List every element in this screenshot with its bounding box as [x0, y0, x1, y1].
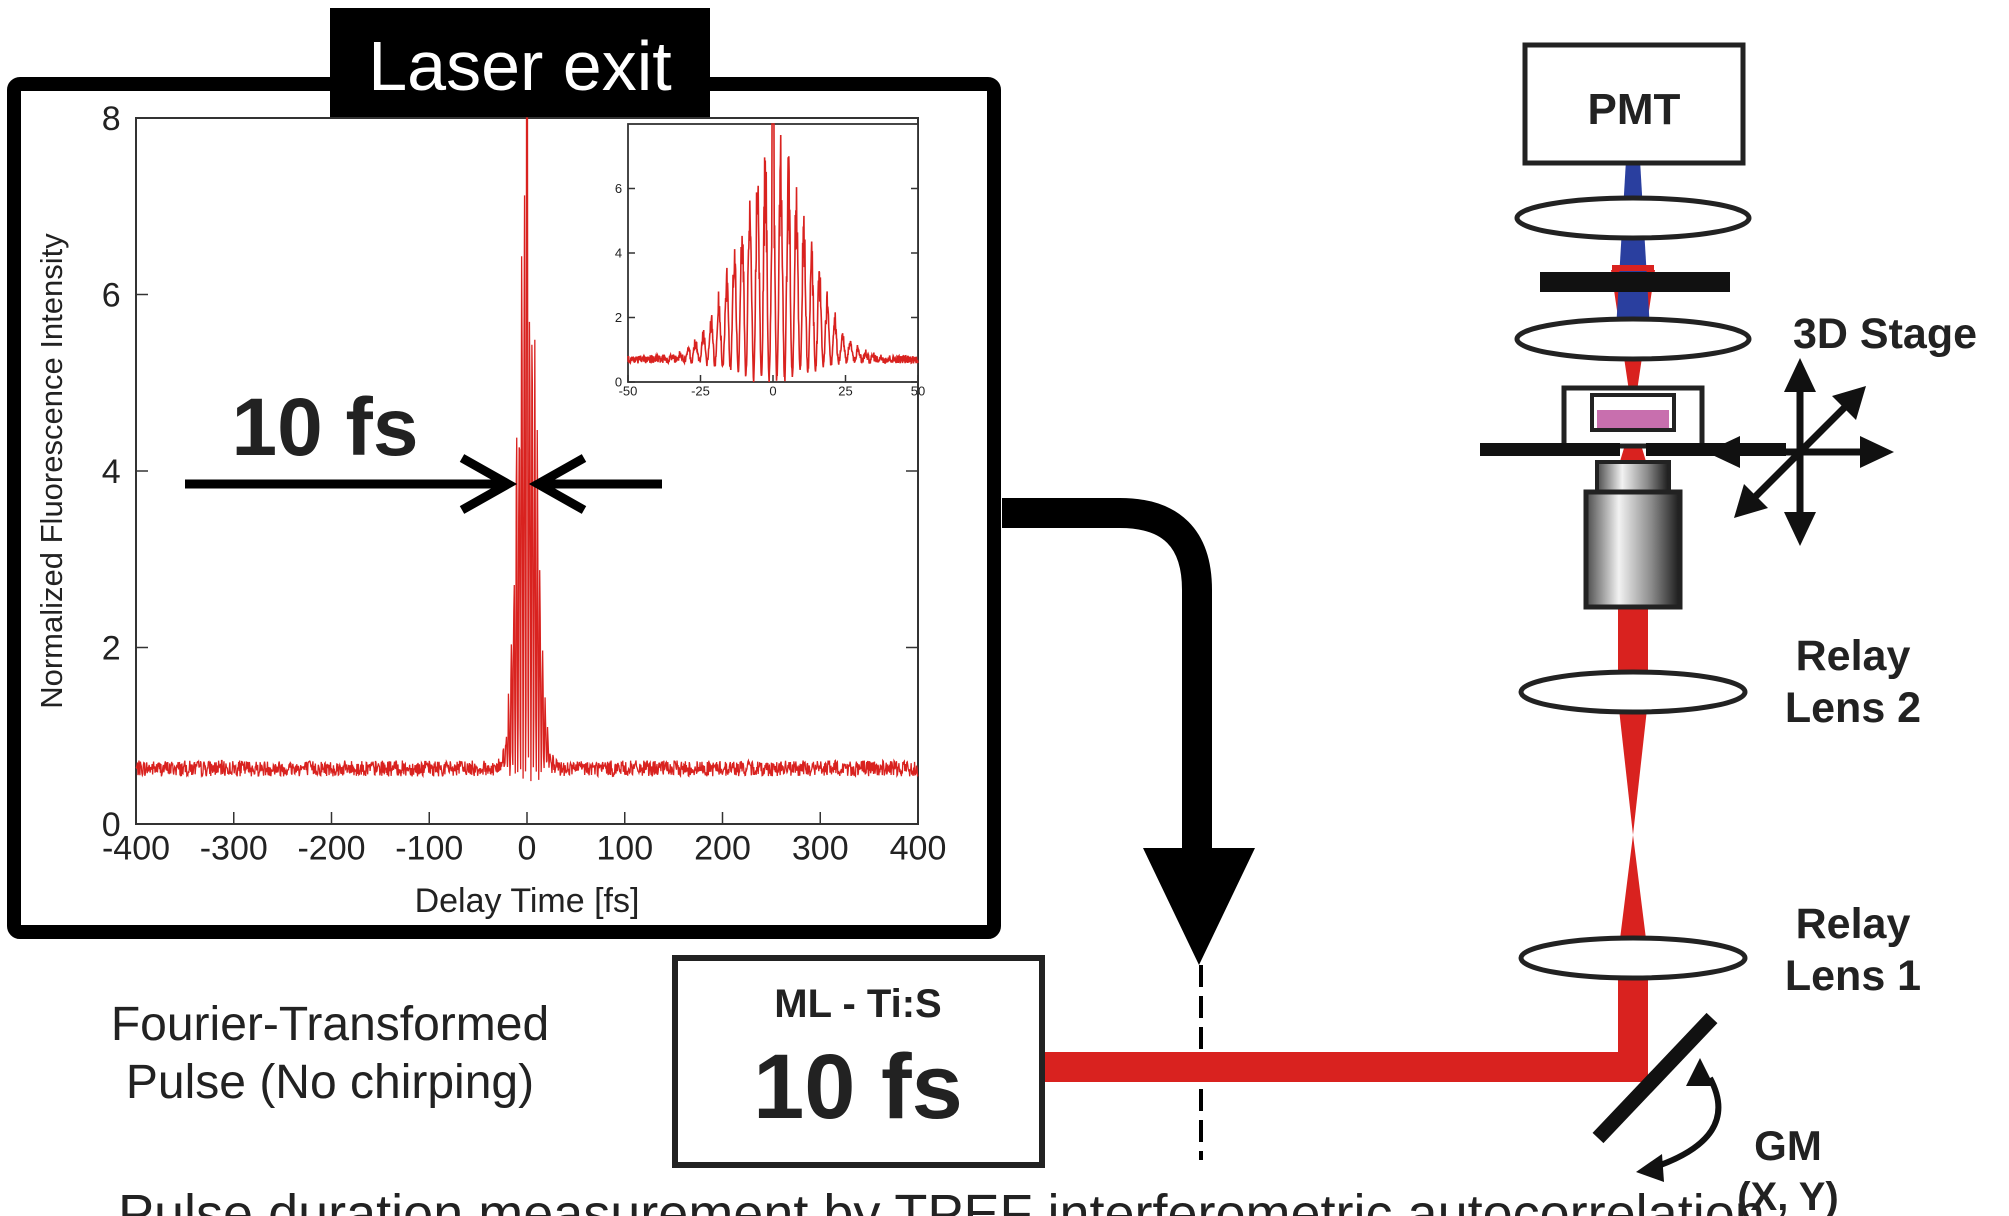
inset-y-tick-label: 0: [615, 375, 622, 390]
main-x-tick-label: 400: [890, 830, 947, 868]
inset-x-tick-label: 0: [769, 384, 776, 399]
stage-plate-left: [1480, 443, 1620, 456]
flow-arrow: [1002, 498, 1212, 870]
beam-riser-lower: [1618, 968, 1648, 1082]
flow-arrow-head: [1143, 848, 1255, 965]
beam-diverge-relay2: [1618, 700, 1648, 835]
laser-source-box: [672, 955, 1045, 1168]
laser-caption-line1: Fourier-Transformed: [111, 998, 549, 1051]
main-y-tick-label: 6: [102, 276, 121, 314]
inset-x-tick-label: -50: [619, 384, 638, 399]
main-x-tick-label: -300: [200, 830, 268, 868]
right-arrow-head: [528, 454, 587, 514]
inset-plot-area: [627, 123, 919, 383]
main-y-tick-label: 2: [102, 629, 121, 667]
laser-exit-label: Laser exit: [368, 27, 671, 105]
bottom-caption: Pulse duration measurement by TPEF inter…: [118, 1184, 1765, 1216]
main-x-tick-label: 0: [518, 830, 537, 868]
beam-converge-relay1: [1618, 835, 1648, 955]
galvo-label: GM: [1754, 1122, 1822, 1169]
stage-arrowheads: [1706, 358, 1894, 546]
main-x-tick-label: 200: [694, 830, 751, 868]
main-y-axis-label: Normalized Fluorescence Intensity: [34, 233, 69, 709]
inset-x-ticks: -50 -25 0 25 50: [619, 375, 925, 399]
collection-lens-top: [1514, 195, 1752, 241]
inset-y-tick-label: 2: [615, 310, 622, 325]
relay-lens-1-line2: Lens 1: [1785, 952, 1921, 1000]
left-arrow-head: [459, 454, 518, 514]
inset-x-tick-label: 25: [838, 384, 852, 399]
main-y-ticks: 0 2 4 6 8: [102, 100, 918, 844]
stage-label: 3D Stage: [1793, 310, 1977, 358]
relay-lens-2-line2: Lens 2: [1785, 684, 1921, 732]
collection-lens-bottom: [1514, 316, 1752, 362]
main-y-tick-label: 8: [102, 100, 121, 138]
main-trace: [135, 117, 919, 782]
sample-holder: [1561, 385, 1705, 449]
galvo-axes-label: (X, Y): [1737, 1175, 1839, 1216]
galvo-rotation-arrow: [1651, 1076, 1722, 1171]
main-y-tick-label: 0: [102, 806, 121, 844]
relay-lens-2: [1518, 669, 1748, 715]
pmt-label: PMT: [1588, 85, 1681, 134]
relay-lens-1-line1: Relay: [1796, 900, 1911, 948]
emission-filter: [1540, 272, 1730, 292]
relay-lens-2-line1: Relay: [1796, 632, 1911, 680]
galvo-arrowhead-top: [1686, 1058, 1714, 1086]
pmt-box: [1522, 42, 1746, 166]
inset-y-tick-label: 6: [615, 181, 622, 196]
main-x-tick-label: -400: [102, 830, 170, 868]
relay-lens-1: [1518, 935, 1748, 981]
laser-source-name: ML - Ti:S: [774, 982, 941, 1026]
galvo-mirror: [1592, 1012, 1718, 1144]
fluorescence-beam: [1616, 160, 1650, 330]
inset-x-tick-label: -25: [691, 384, 710, 399]
main-x-tick-label: -200: [297, 830, 365, 868]
main-y-tick-label: 4: [102, 453, 121, 491]
pulse-width-annotation: 10 fs: [232, 382, 419, 473]
stage-arrows-icon: [1724, 376, 1876, 528]
inset-y-tick-label: 4: [615, 246, 622, 261]
galvo-arrowhead-bottom: [1636, 1154, 1664, 1182]
objective-body: [1583, 489, 1683, 610]
main-x-tick-label: 300: [792, 830, 849, 868]
inset-y-ticks: 0 2 4 6: [615, 181, 918, 390]
horizontal-beam: [1045, 1052, 1633, 1082]
sample: [1597, 410, 1669, 428]
laser-exit-tab: [330, 8, 710, 118]
main-x-tick-label: 100: [596, 830, 653, 868]
main-x-axis-label: Delay Time [fs]: [415, 882, 640, 920]
inset-trace: [627, 123, 919, 383]
inset-x-tick-label: 50: [911, 384, 925, 399]
main-x-tick-label: -100: [395, 830, 463, 868]
laser-source-duration: 10 fs: [753, 1036, 963, 1138]
objective-collar: [1595, 460, 1671, 494]
main-x-ticks: -400 -300 -200 -100 0 100 200 300 400: [102, 812, 946, 868]
beam-filter-gap: [1612, 265, 1654, 271]
laser-caption-line2: Pulse (No chirping): [126, 1056, 534, 1109]
